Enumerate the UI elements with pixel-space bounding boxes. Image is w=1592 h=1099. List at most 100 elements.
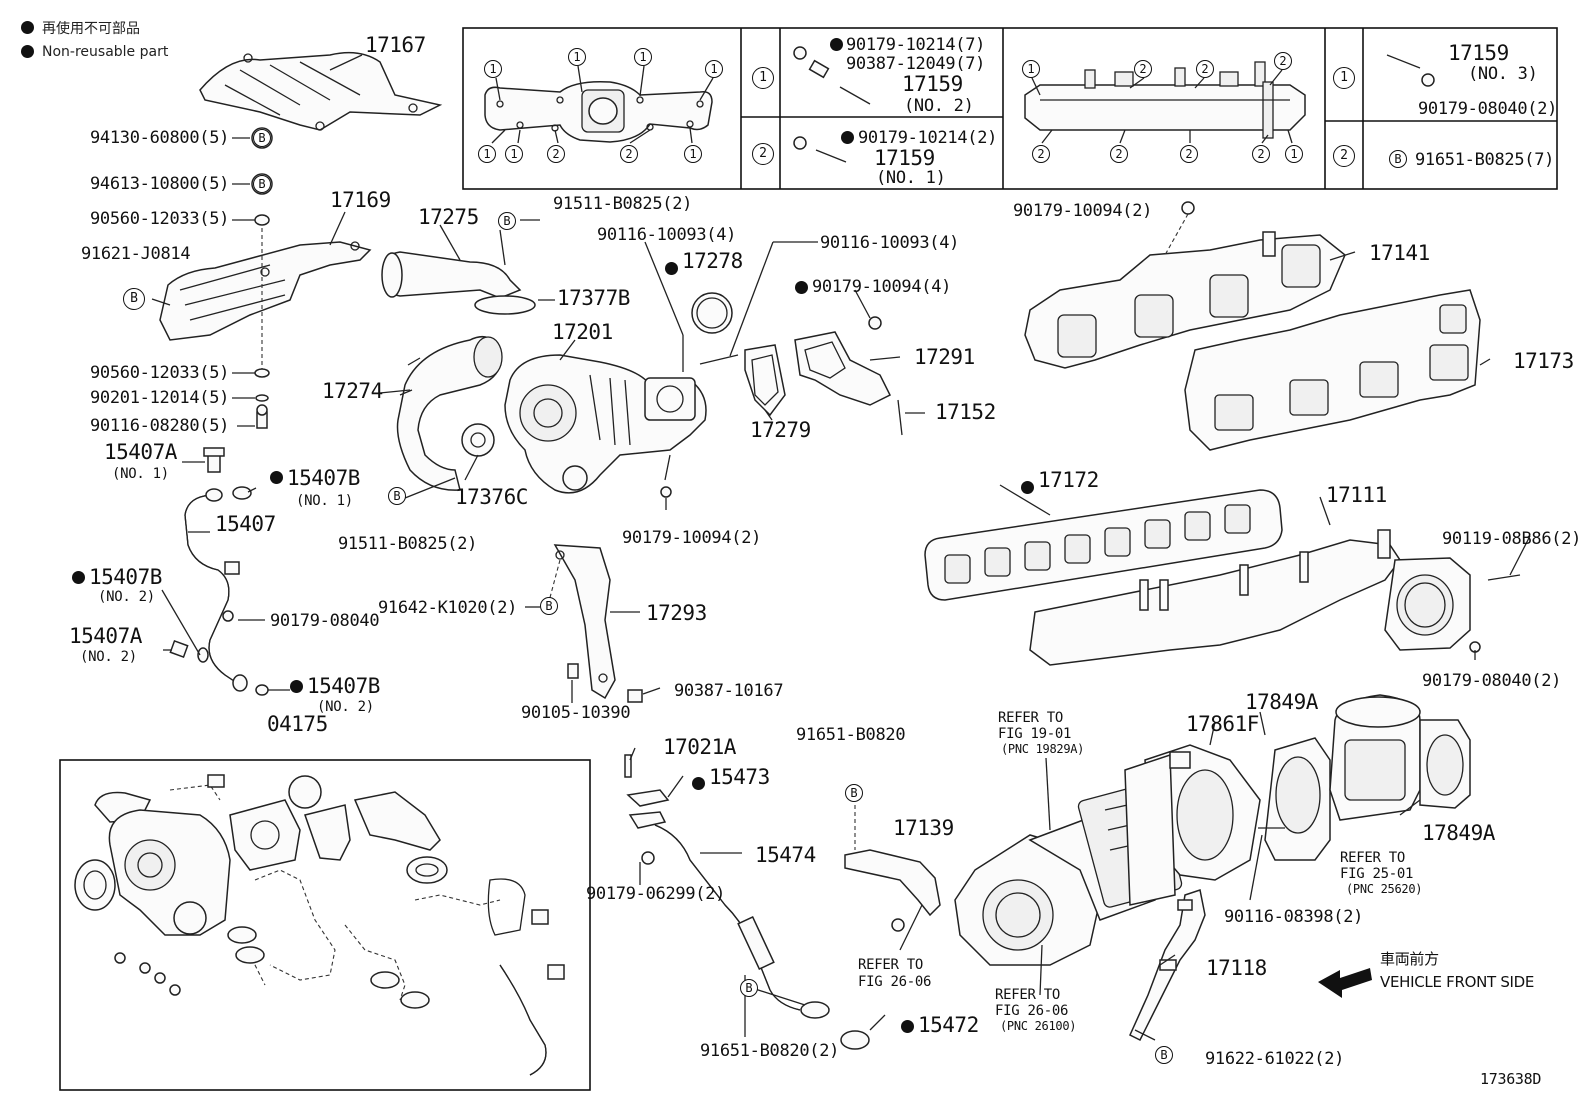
label-15407B-no2-a: 15407B — [89, 565, 162, 589]
row-mark-2: 2 — [1333, 145, 1355, 167]
diagram-id: 173638D — [1480, 1070, 1542, 1088]
label-94613-10800: 94613-10800(5) — [90, 174, 230, 194]
label-90179-06299: 90179-06299(2) — [586, 884, 726, 904]
label-15407B-no2-b-sub: (NO. 2) — [317, 699, 374, 715]
table-pos-mark: 2 — [1134, 60, 1152, 78]
refer-fig-25-01-line1: REFER TO — [1340, 850, 1406, 866]
label-90116-08280: 90116-08280(5) — [90, 416, 230, 436]
table-pos-mark: 1 — [568, 48, 586, 66]
front-direction-en: VEHICLE FRONT SIDE — [1380, 973, 1535, 991]
label-91621-j0814: 91621-J0814 — [81, 244, 191, 264]
b-mark: B — [540, 597, 558, 615]
row-mark-1: 1 — [752, 67, 774, 89]
b-mark: B — [253, 129, 271, 147]
table-pos-mark: 2 — [1110, 145, 1128, 163]
table-pos-mark: 1 — [634, 48, 652, 66]
label-90560-12033-b: 90560-12033(5) — [90, 363, 230, 383]
oil-hose-15474 — [624, 754, 870, 1050]
gasket-17377B — [474, 295, 536, 315]
label-91651-b0820-b: 91651-B0820(2) — [700, 1041, 840, 1061]
label-91642-k1020: 91642-K1020(2) — [378, 598, 518, 618]
label-91622-61022: 91622-61022(2) — [1205, 1049, 1345, 1069]
non-reusable-dot-icon — [830, 38, 843, 51]
non-reusable-dot-icon — [665, 262, 678, 275]
b-mark: B — [740, 979, 758, 997]
b-mark: B — [388, 487, 406, 505]
refer-fig-26-06-a-line2: FIG 26-06 — [858, 974, 932, 990]
table-pos-mark: 1 — [478, 145, 496, 163]
label-90179-10094-b: 90179-10094(2) — [622, 528, 762, 548]
label-17167: 17167 — [365, 33, 426, 57]
b-mark: B — [123, 288, 145, 310]
table-pos-mark: 1 — [1022, 60, 1040, 78]
label-15407B-no1: 15407B — [287, 466, 360, 490]
intake-manifold-17111 — [1029, 529, 1521, 666]
non-reusable-dot-icon — [692, 777, 705, 790]
non-reusable-dot-icon — [290, 680, 303, 693]
table-pos-mark: 1 — [1285, 145, 1303, 163]
gasket-17173 — [1184, 289, 1481, 451]
heat-insulator-17167 — [199, 51, 443, 131]
table-pos-mark: 1 — [705, 60, 723, 78]
label-17861F: 17861F — [1186, 712, 1259, 736]
refer-fig-19-01-line1: REFER TO — [998, 710, 1064, 726]
label-17849A-upper: 17849A — [1245, 690, 1318, 714]
label-90119-08b86: 90119-08B86(2) — [1442, 529, 1582, 549]
label-17275: 17275 — [418, 205, 479, 229]
table-pos-mark: 2 — [1196, 60, 1214, 78]
label-15407B-no2-b: 15407B — [307, 674, 380, 698]
refer-fig-26-06-b-line2: FIG 26-06 — [995, 1003, 1069, 1019]
part-17159-no3-sub: (NO. 3) — [1468, 64, 1538, 84]
label-91651-b0820-a: 91651-B0820 — [796, 725, 906, 745]
egr-cooler-assembly — [1124, 694, 1471, 906]
label-90116-08398: 90116-08398(2) — [1224, 907, 1364, 927]
label-17141: 17141 — [1369, 241, 1430, 265]
heat-insulator-17169 — [159, 241, 372, 341]
label-17111: 17111 — [1326, 483, 1387, 507]
table-fastener-icons — [793, 46, 1435, 163]
exhaust-manifold-17141 — [1024, 201, 1346, 369]
table-pos-mark: 1 — [505, 145, 523, 163]
label-15407A-no1-sub: (NO. 1) — [112, 466, 169, 482]
label-17377B: 17377B — [557, 286, 630, 310]
label-15474: 15474 — [755, 843, 816, 867]
refer-fig-19-01-line2: FIG 19-01 — [998, 726, 1072, 742]
refer-fig-25-01-line2: FIG 25-01 — [1340, 866, 1414, 882]
part-17159-no2: 17159 — [902, 72, 963, 96]
leader-lines — [151, 54, 1531, 1041]
label-90105-10390: 90105-10390 — [521, 703, 631, 723]
b-mark: B — [498, 212, 516, 230]
label-94130-60800: 94130-60800(5) — [90, 128, 230, 148]
label-17021A: 17021A — [663, 735, 736, 759]
row-mark-1: 1 — [1333, 67, 1355, 89]
label-91511-b0825-a: 91511-B0825(2) — [553, 194, 693, 214]
row-mark-2: 2 — [752, 143, 774, 165]
gasket-kit-04175 — [59, 759, 591, 1091]
label-15407A-no2: 15407A — [69, 624, 142, 648]
legend-jp: 再使用不可部品 — [42, 21, 140, 37]
label-90201-12014: 90201-12014(5) — [90, 388, 230, 408]
label-91511-b0825-b: 91511-B0825(2) — [338, 534, 478, 554]
table-pos-mark: 1 — [684, 145, 702, 163]
label-17849A-lower: 17849A — [1422, 821, 1495, 845]
part-91651-b0825-7: 91651-B0825(7) — [1415, 150, 1555, 170]
exhaust-manifold-table-sketch — [484, 65, 714, 144]
table-pos-mark: 2 — [547, 145, 565, 163]
label-17278: 17278 — [682, 249, 743, 273]
legend-en: Non-reusable part — [42, 44, 169, 60]
b-mark: B — [1389, 150, 1407, 168]
b-mark: B — [253, 175, 271, 193]
label-15407A-no1: 15407A — [104, 440, 177, 464]
air-pipe-17274 — [396, 335, 503, 491]
part-90387-12049-7: 90387-12049(7) — [846, 54, 986, 74]
label-15407B-no1-sub: (NO. 1) — [296, 493, 353, 509]
label-17172: 17172 — [1038, 468, 1099, 492]
refer-fig-25-01-line3: (PNC 25620) — [1346, 882, 1423, 896]
strap-17118 — [1129, 889, 1206, 1042]
b-mark: B — [1155, 1046, 1173, 1064]
part-17159-no3: 17159 — [1448, 41, 1509, 65]
part-90179-08040-2: 90179-08040(2) — [1418, 99, 1558, 119]
label-90560-12033-a: 90560-12033(5) — [90, 209, 230, 229]
label-17173: 17173 — [1513, 349, 1574, 373]
